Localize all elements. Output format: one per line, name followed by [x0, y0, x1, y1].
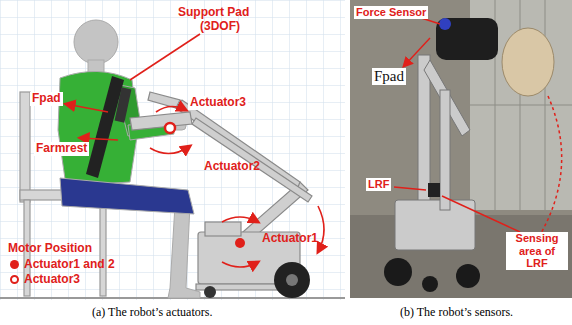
- actuator-label: Actuator3: [188, 96, 248, 110]
- legend-row: Actuator3: [10, 272, 80, 286]
- hollow-motor-mark: [10, 275, 19, 284]
- force-label: Fpad: [372, 68, 406, 85]
- caption: (a) The robot’s actuators.: [92, 306, 212, 320]
- sensor-label: LRF: [366, 178, 391, 191]
- actuator-label: Actuator2: [204, 160, 260, 174]
- legend-title: Motor Position: [8, 242, 92, 256]
- part-label: Support Pad: [178, 6, 249, 20]
- force-label: Farmrest: [34, 142, 89, 156]
- legend-text: Actuator1 and 2: [24, 257, 115, 271]
- legend-row: Actuator1 and 2: [10, 257, 115, 271]
- filled-motor-mark: [10, 260, 19, 269]
- force-label: Fpad: [30, 92, 63, 106]
- actuator-label: Actuator1: [262, 232, 318, 246]
- part-label: (3DOF): [200, 20, 240, 34]
- caption: (b) The robot’s sensors.: [400, 306, 513, 320]
- legend-text: Actuator3: [24, 272, 80, 286]
- sensor-label: Force Sensor: [354, 6, 428, 19]
- sensor-label: Sensing area of LRF: [506, 232, 568, 270]
